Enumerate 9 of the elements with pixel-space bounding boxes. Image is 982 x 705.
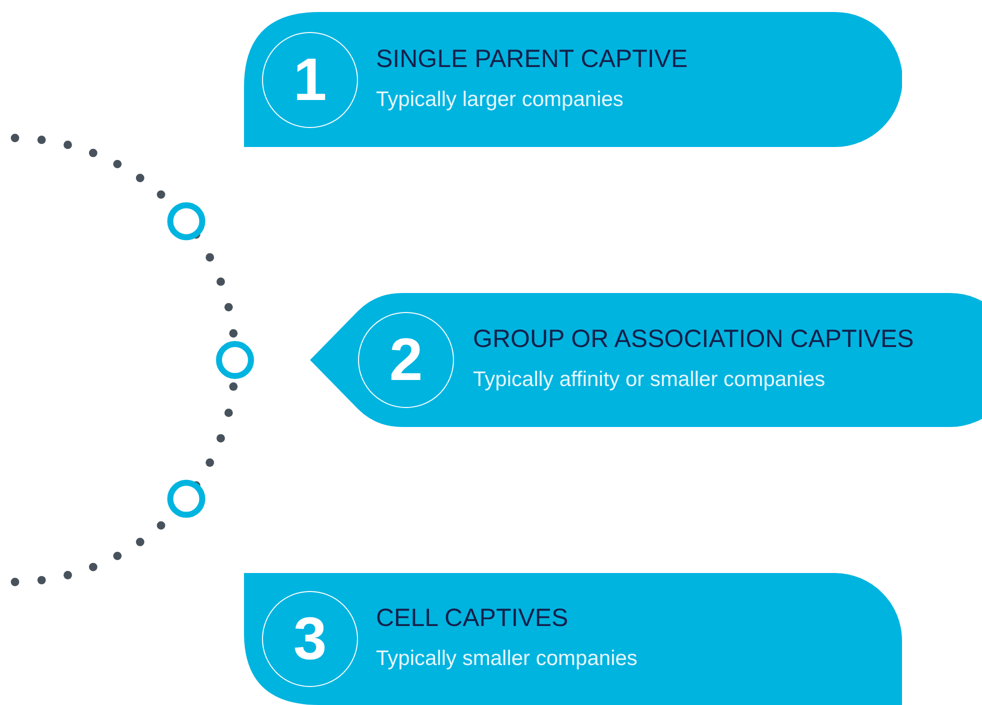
number-badge: 3 — [262, 591, 358, 687]
category-title: SINGLE PARENT CAPTIVE — [376, 44, 688, 74]
number-badge: 2 — [358, 312, 454, 408]
category-title: GROUP OR ASSOCIATION CAPTIVES — [473, 325, 914, 354]
category-description: Typically larger companies — [376, 88, 624, 112]
category-description: Typically smaller companies — [376, 647, 638, 671]
number-badge: 1 — [262, 32, 358, 128]
category-description: Typically affinity or smaller companies — [473, 368, 826, 392]
category-title: CELL CAPTIVES — [376, 604, 568, 633]
